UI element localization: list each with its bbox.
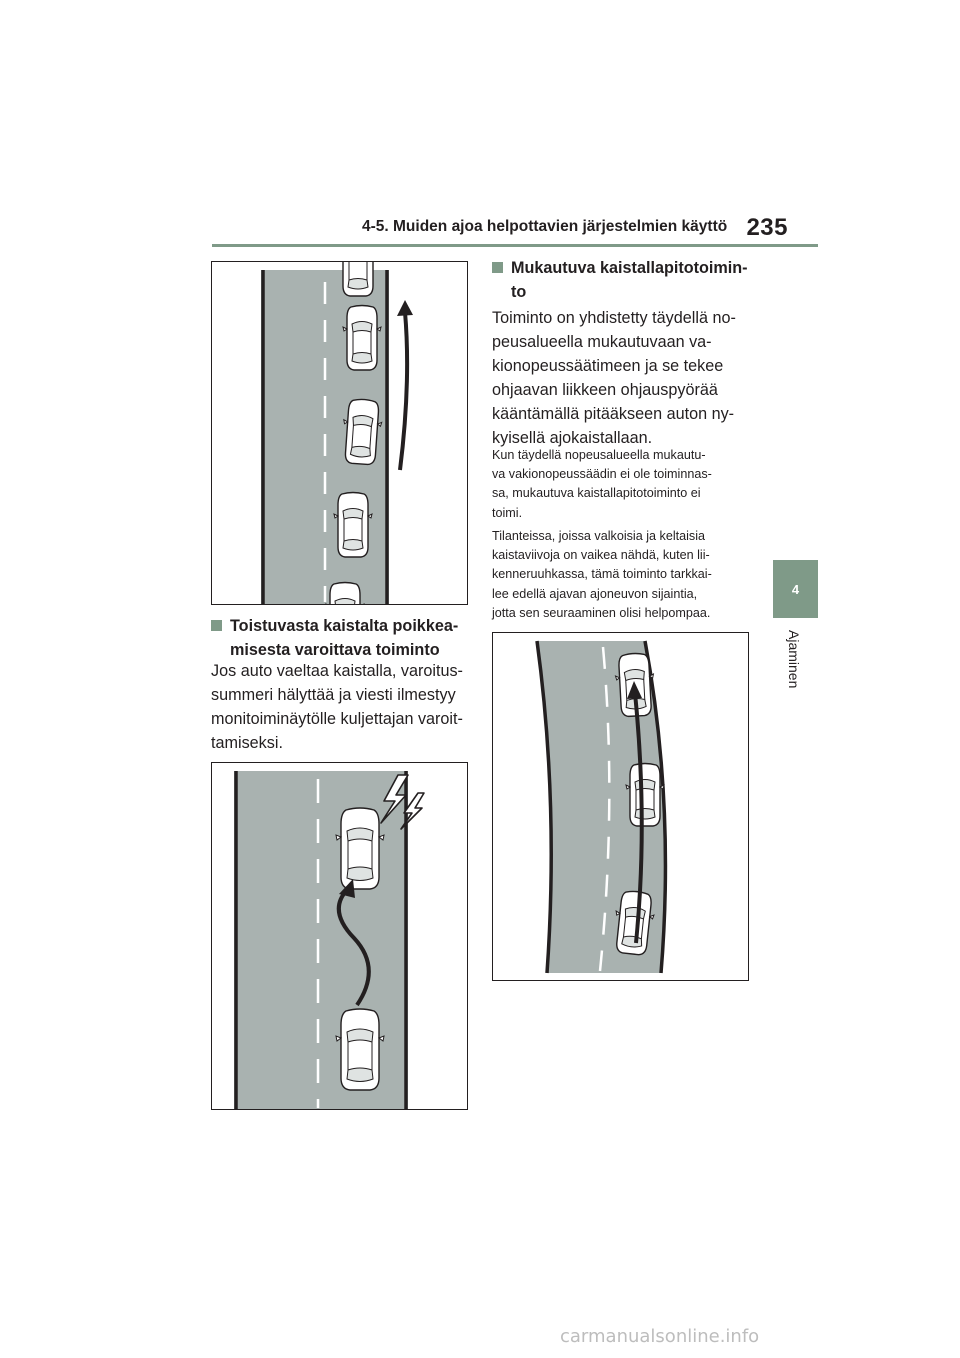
lane-divider-dashed <box>598 646 611 972</box>
section-heading-adaptive-lane-keeping: Mukautuva kaistallapitotoimin- to <box>492 256 752 304</box>
body-line: Toiminto on yhdistetty täydellä no- <box>492 309 736 327</box>
section-bullet-icon <box>211 620 222 631</box>
car-icon <box>335 807 385 890</box>
body-line: peusalueella mukautuvaan va- <box>492 333 712 351</box>
heading-line: Toistuvasta kaistalta poikkea- <box>230 617 459 635</box>
chapter-tab: 4 <box>773 560 818 618</box>
figure-lane-following-cars <box>211 261 468 605</box>
note-lane-visibility: Tilanteissa, joissa valkoisia ja keltais… <box>492 527 754 623</box>
arrowhead-icon <box>627 681 642 699</box>
road-surface <box>537 641 666 973</box>
note-line: Tilanteissa, joissa valkoisia ja keltais… <box>492 529 706 543</box>
note-line: lee edellä ajavan ajoneuvon sijaintia, <box>492 586 698 601</box>
header-title: 4-5. Muiden ajoa helpottavien järjestelm… <box>362 218 728 235</box>
lane-departure-description: Jos auto vaeltaa kaistalla, varoitus- su… <box>211 659 471 755</box>
car-icon <box>625 762 665 827</box>
note-line: kaistaviivoja on vaikea nähdä, kuten lii… <box>492 548 710 563</box>
car-icon <box>338 262 378 297</box>
note-line: toimi. <box>492 505 523 520</box>
body-line: monitoiminäytölle kuljettajan varoit- <box>211 710 463 728</box>
figure-curved-lane-tracking <box>492 632 749 981</box>
body-line: kionopeussäätimeen ja se tekee <box>492 357 724 375</box>
arrowhead-icon <box>339 879 355 898</box>
heading-line: Mukautuva kaistallapitotoimin- <box>511 259 748 277</box>
section-bullet-icon <box>492 262 503 273</box>
road-edge-left <box>535 640 553 974</box>
body-line: Jos auto vaeltaa kaistalla, varoitus- <box>211 662 463 680</box>
arrowhead-icon <box>397 300 413 316</box>
note-line: kenneruuhkassa, tämä toiminto tarkkai- <box>492 567 712 582</box>
body-line: summeri hälyttää ja viesti ilmestyy <box>211 686 456 704</box>
path-arrow-icon <box>633 692 644 944</box>
header-rule <box>212 244 818 247</box>
note-cruise-control: Kun täydellä nopeusalueella mukautu- va … <box>492 446 754 523</box>
body-line: tamiseksi. <box>211 734 283 752</box>
figure-lane-departure <box>211 762 468 1110</box>
car-icon <box>333 491 373 558</box>
chapter-label: Ajaminen <box>786 630 802 689</box>
footer-watermark: carmanualsonline.info <box>560 1326 760 1347</box>
section-heading-lane-departure: Toistuvasta kaistalta poikkea- misesta v… <box>211 614 471 662</box>
curved-arrow-icon <box>398 311 410 471</box>
body-line: kääntämällä pitääkseen auton ny- <box>492 405 735 423</box>
note-line: Kun täydellä nopeusalueella mukautu- <box>492 448 706 462</box>
page-number: 235 <box>746 214 788 241</box>
heading-line: to <box>511 283 527 301</box>
car-icon <box>325 581 365 604</box>
heading-line: misesta varoittava toiminto <box>230 641 440 659</box>
warning-lightning-icon <box>380 774 409 824</box>
adaptive-lane-keeping-description: Toiminto on yhdistetty täydellä no- peus… <box>492 306 754 450</box>
body-line: kyisellä ajokaistallaan. <box>492 429 653 447</box>
car-icon <box>342 304 382 371</box>
body-line: ohjaavan liikkeen ohjauspyörää <box>492 381 718 399</box>
note-line: jotta sen seuraaminen olisi helpompaa. <box>492 605 711 620</box>
note-line: va vakionopeussäädin ei ole toiminnas- <box>492 467 712 482</box>
swerve-arrow-icon <box>337 887 371 1007</box>
warning-lightning-icon <box>400 792 425 830</box>
car-icon <box>335 1008 385 1091</box>
road-edge-right <box>643 640 668 974</box>
note-line: sa, mukautuva kaistallapitotoiminto ei <box>492 486 701 501</box>
